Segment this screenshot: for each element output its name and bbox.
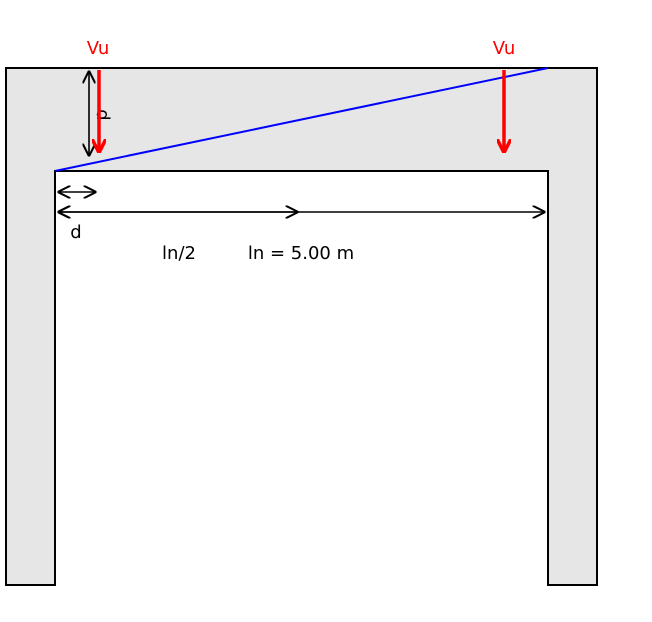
depth-horizontal-label: d [70, 222, 81, 243]
span-label: ln = 5.00 m [248, 243, 354, 264]
depth-vertical-label: d [92, 109, 113, 120]
shear-line [54, 67, 549, 172]
left-load-label: Vu [87, 38, 110, 59]
right-load-label: Vu [493, 38, 516, 59]
frame-outline [5, 67, 598, 586]
half-span-label: ln/2 [162, 243, 196, 264]
